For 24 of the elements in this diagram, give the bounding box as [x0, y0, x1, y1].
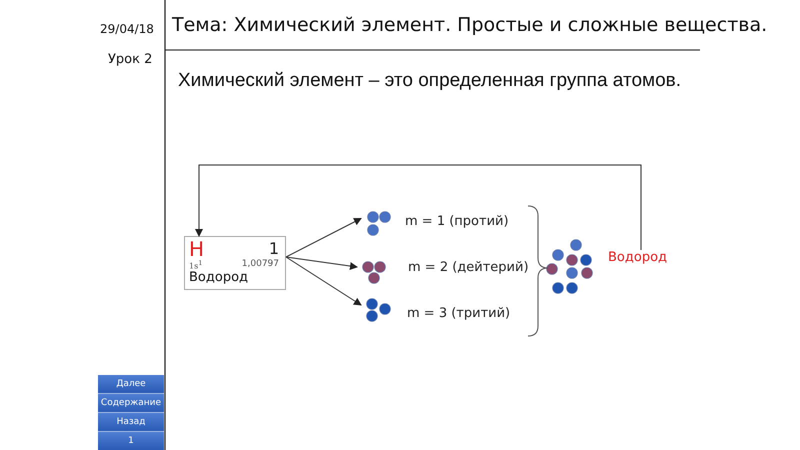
isotope-label: m = 2 (дейтерий): [408, 260, 529, 275]
arrow: [286, 256, 362, 306]
arrow: [286, 256, 358, 270]
isotope-label: m = 3 (тритий): [407, 306, 510, 321]
element-symbol: H: [189, 238, 204, 260]
nav-button: Назад: [98, 413, 164, 432]
arrow: [195, 164, 642, 250]
element-name: Водород: [608, 250, 668, 265]
lesson-number: Урок 2: [108, 52, 152, 67]
atomic-number: 1: [268, 240, 279, 258]
electron-configuration: 1s$^{1}$: [189, 259, 202, 271]
date-text: 29/04/18: [100, 22, 154, 36]
slide-number: 1: [98, 432, 164, 450]
arrow: [286, 218, 362, 258]
slide-title: Тема: Химический элемент. Простые и сложные вещества.: [172, 14, 768, 36]
element-name: Водород: [189, 270, 248, 285]
definition-text: Химический элемент – это определенная группа атомов.: [178, 70, 682, 92]
nav-button: Далее: [98, 375, 164, 394]
atomic-mass: 1,00797: [242, 259, 279, 269]
atom-cluster: [365, 297, 392, 325]
isotope-label: m = 1 (протий): [405, 214, 509, 229]
element-card: [184, 236, 286, 290]
atom-cluster: [365, 210, 392, 239]
nav-button: Содержание: [98, 394, 164, 413]
